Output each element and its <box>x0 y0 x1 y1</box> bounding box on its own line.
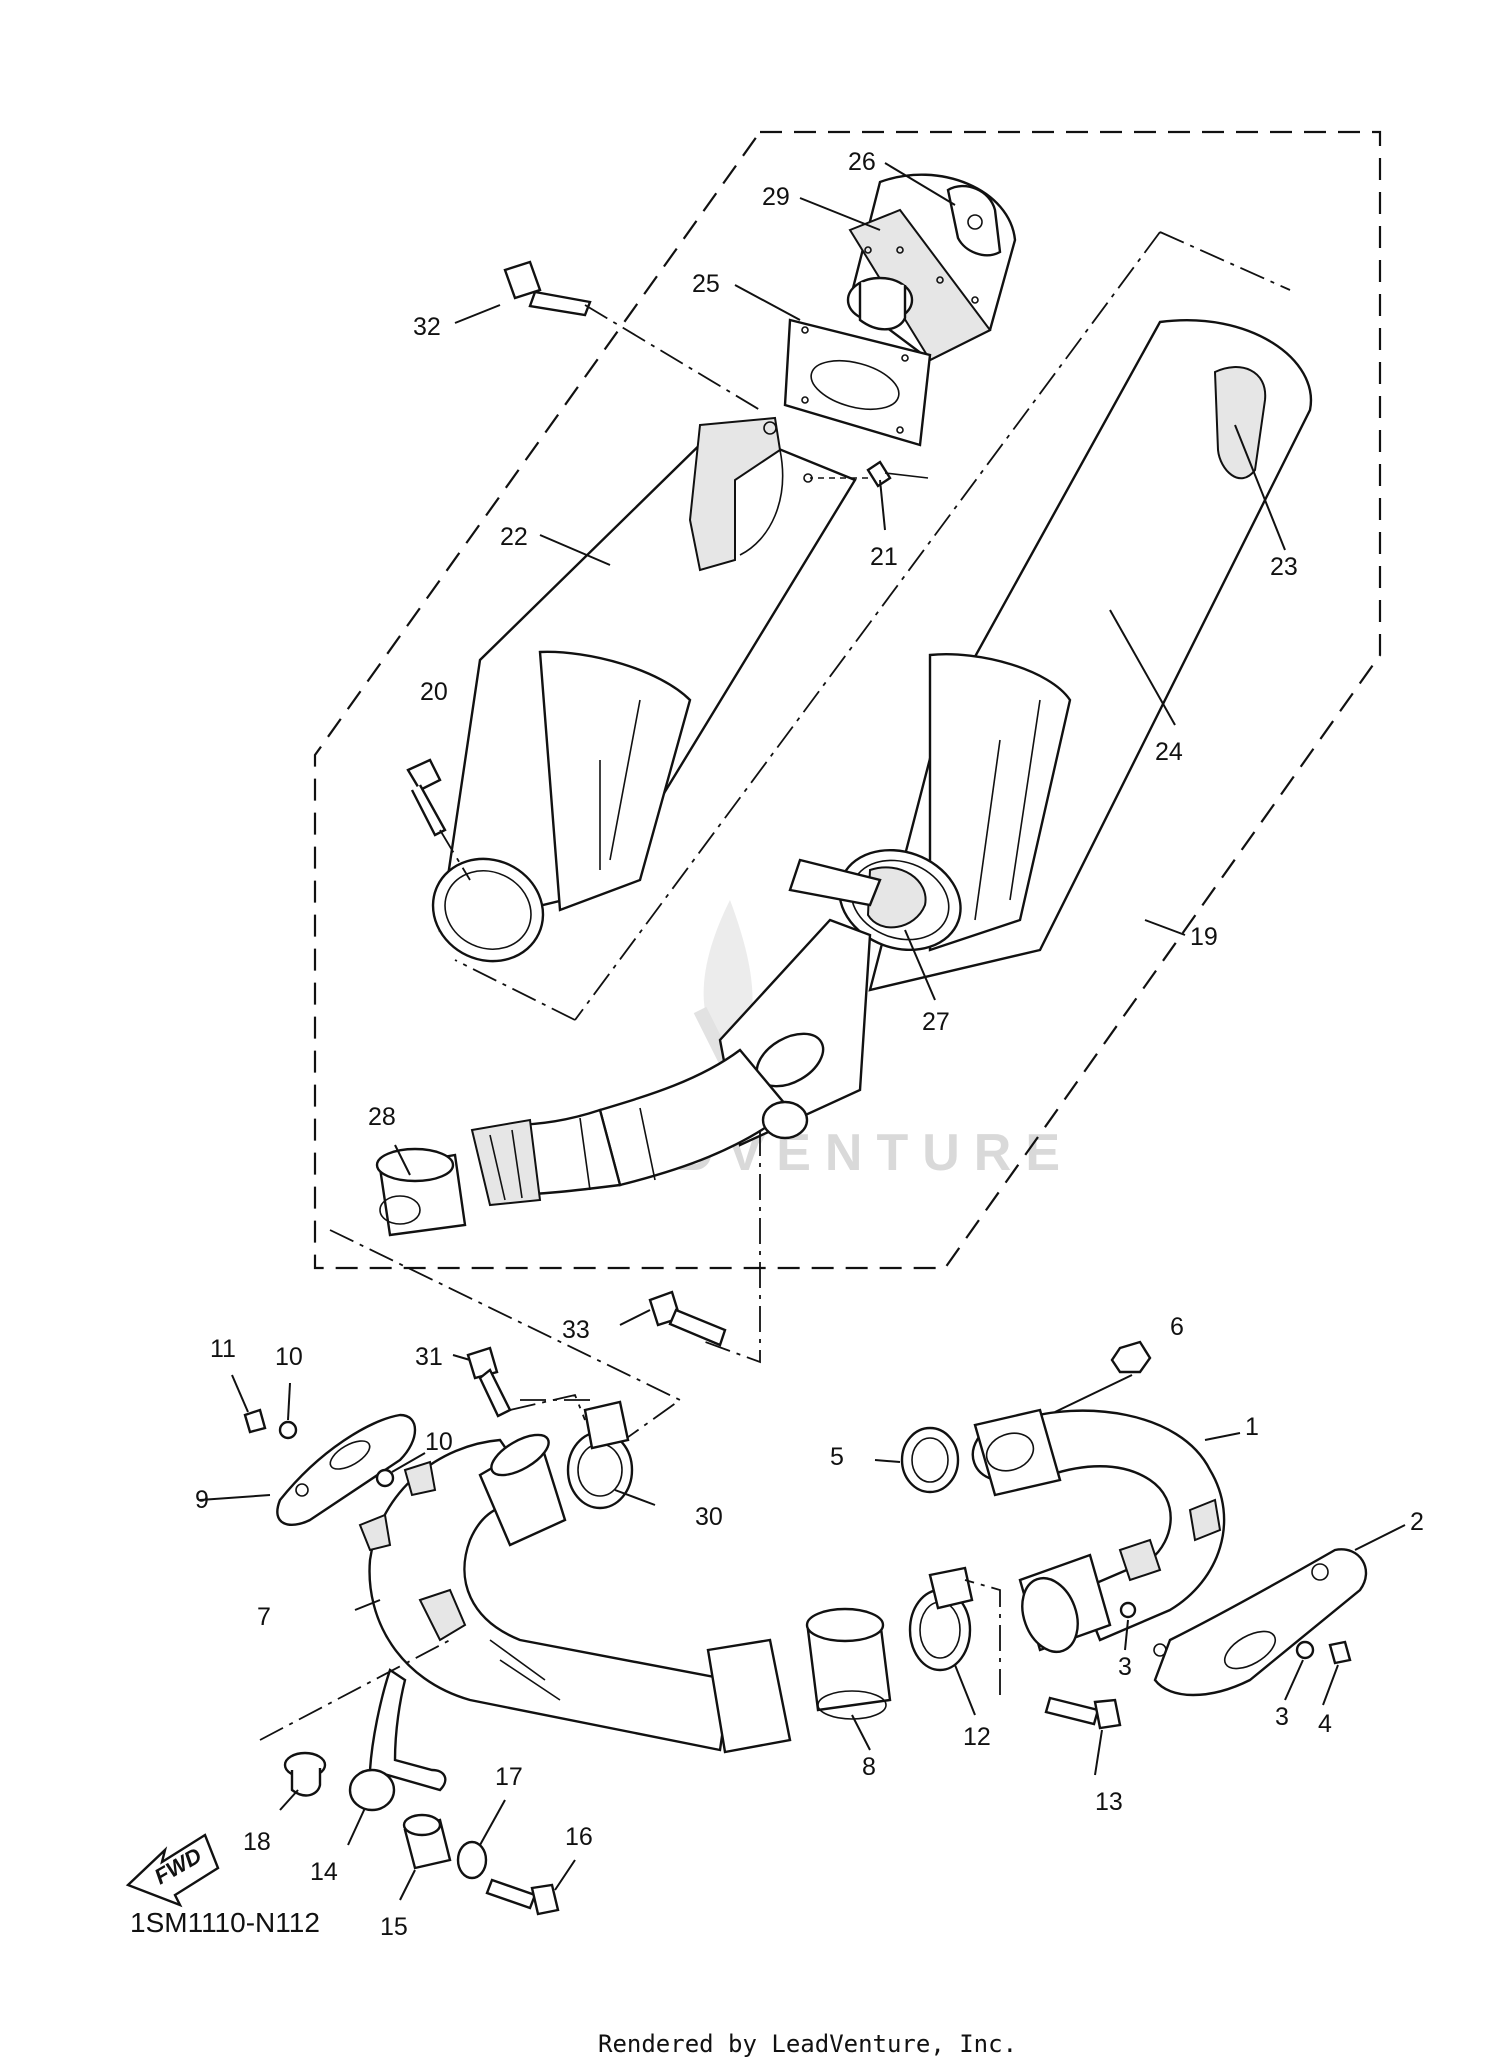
part-5-gasket <box>900 1426 960 1494</box>
part-11-bolt <box>243 1408 267 1434</box>
part-27-band <box>788 858 927 929</box>
callout-24: 24 <box>1155 738 1183 766</box>
part-13-bolt <box>964 1579 1122 1730</box>
assembly-line-33 <box>699 1130 761 1364</box>
part-24-muffler-body <box>470 319 1313 1207</box>
callout-25: 25 <box>692 270 720 298</box>
part-14-bracket <box>348 1668 447 1812</box>
part-12-clamp <box>908 1566 974 1672</box>
callout-29: 29 <box>762 183 790 211</box>
assembly-line-22b <box>454 959 576 1021</box>
part-32-bolt <box>503 260 592 317</box>
callout-labels: 1 2 3 3 4 5 6 7 8 9 10 10 11 12 13 14 15… <box>195 148 1424 1941</box>
callout-5: 5 <box>830 1443 844 1471</box>
callout-28: 28 <box>368 1103 396 1131</box>
part-10-washer-b <box>375 1468 395 1488</box>
muffler-assembly-boundary <box>313 130 1382 1270</box>
callout-31: 31 <box>415 1343 443 1371</box>
part-3-washer-b <box>1295 1640 1315 1660</box>
leader-lines <box>199 162 1406 1901</box>
part-9-protector <box>276 1413 417 1527</box>
part-1-exhaust-pipe <box>971 1408 1226 1653</box>
callout-13: 13 <box>1095 1788 1123 1816</box>
part-6-line <box>1054 1374 1133 1413</box>
part-20-screw <box>406 758 447 837</box>
part-7-exhaust-pipe <box>358 1433 792 1754</box>
part-31-bolt <box>466 1346 586 1421</box>
callout-16: 16 <box>565 1823 593 1851</box>
part-28-sleeve <box>375 1147 467 1237</box>
diagram-ref-code: 1SM1110-N112 <box>130 1907 320 1938</box>
callout-18: 18 <box>243 1828 271 1856</box>
callout-3-a: 3 <box>1118 1653 1132 1681</box>
part-3-washer-a <box>1119 1601 1137 1619</box>
part-15-collar <box>402 1813 452 1870</box>
part-18-collar <box>283 1751 327 1797</box>
part-23-end-cap <box>1213 366 1267 480</box>
callout-9: 9 <box>195 1486 209 1514</box>
part-8-sleeve <box>805 1607 892 1720</box>
part-4-bolt <box>1328 1640 1352 1665</box>
part-33-bolt <box>648 1290 727 1347</box>
callout-30: 30 <box>695 1503 723 1531</box>
callout-4: 4 <box>1318 1710 1332 1738</box>
callout-21: 21 <box>870 543 898 571</box>
assembly-line-28 <box>329 1229 682 1451</box>
rendered-by-footer: Rendered by LeadVenture, Inc. <box>598 2030 1017 2058</box>
part-2-protector <box>1153 1548 1367 1697</box>
callout-3-b: 3 <box>1275 1703 1289 1731</box>
part-30-clamp <box>566 1400 634 1510</box>
callout-27: 27 <box>922 1008 950 1036</box>
part-26-gasket <box>946 184 1002 257</box>
callout-2: 2 <box>1410 1508 1424 1536</box>
callout-33: 33 <box>562 1316 590 1344</box>
callout-1: 1 <box>1245 1413 1259 1441</box>
callout-12: 12 <box>963 1723 991 1751</box>
part-22-muffler-cover <box>431 416 857 963</box>
part-16-bolt <box>485 1878 560 1916</box>
callout-10-b: 10 <box>425 1428 453 1456</box>
callout-22: 22 <box>500 523 528 551</box>
assembly-line-18 <box>259 1639 451 1741</box>
assembly-line-32 <box>584 304 761 411</box>
part-6-nut <box>1110 1340 1152 1374</box>
callout-11: 11 <box>210 1335 236 1363</box>
assembly-line-22 <box>574 231 1291 1021</box>
callout-17: 17 <box>495 1763 523 1791</box>
callout-23: 23 <box>1270 553 1298 581</box>
callout-20: 20 <box>420 678 448 706</box>
callout-10-a: 10 <box>275 1343 303 1371</box>
callout-15: 15 <box>380 1913 408 1941</box>
callout-26: 26 <box>848 148 876 176</box>
part-25-gasket <box>783 318 932 447</box>
callout-6: 6 <box>1170 1313 1184 1341</box>
callout-19: 19 <box>1190 923 1218 951</box>
fwd-arrow: FWD <box>125 1833 220 1908</box>
callout-7: 7 <box>257 1603 271 1631</box>
callout-14: 14 <box>310 1858 338 1886</box>
callout-8: 8 <box>862 1753 876 1781</box>
part-10-washer-a <box>278 1420 298 1440</box>
part-17-washer <box>456 1840 488 1880</box>
assembly-line-20 <box>439 829 471 881</box>
callout-32: 32 <box>413 313 441 341</box>
part-21-rivet <box>803 460 929 488</box>
